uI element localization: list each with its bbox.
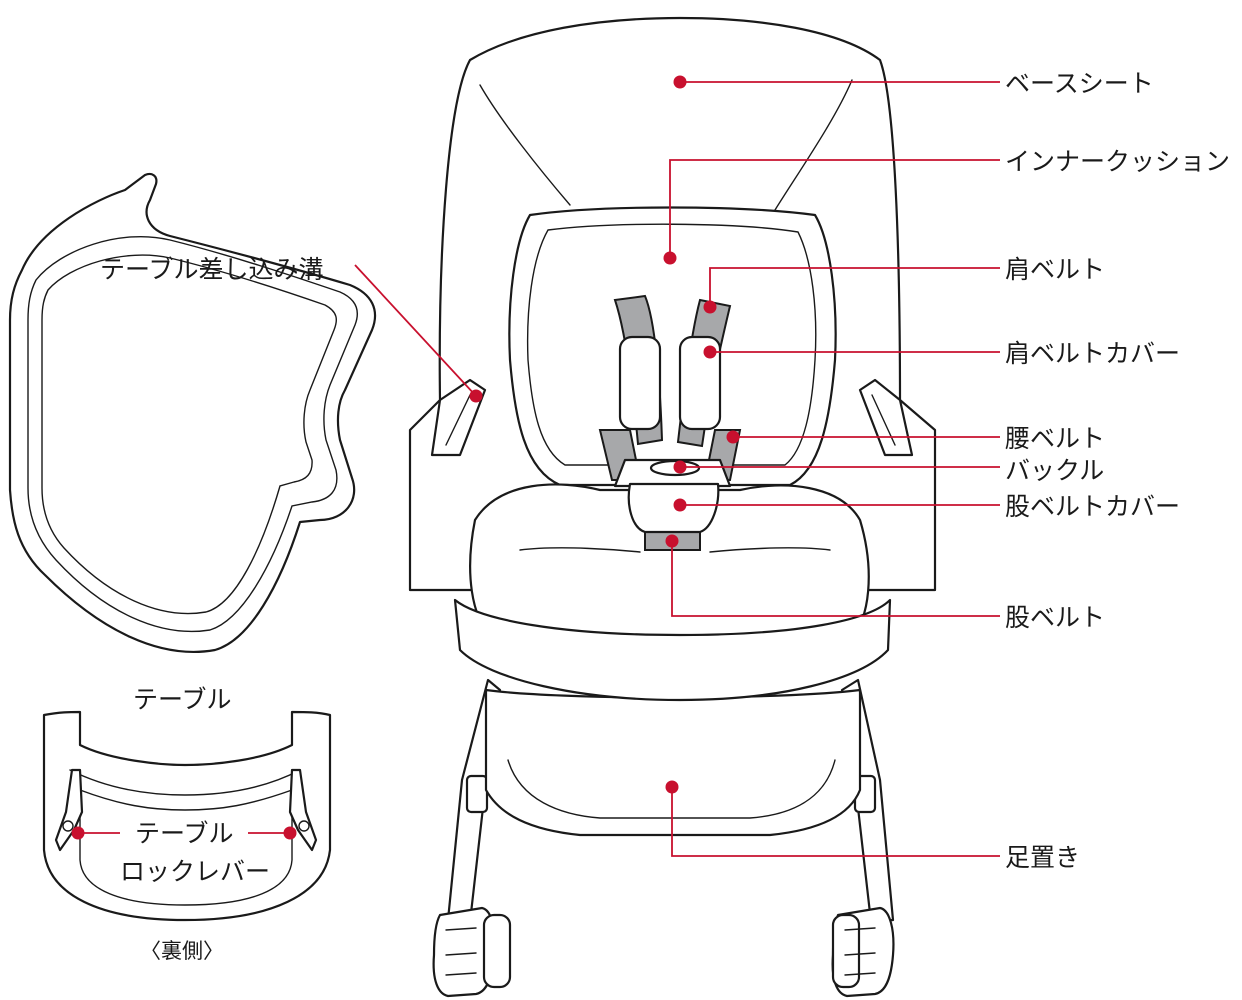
dot-crotch-belt [665, 534, 679, 548]
dot-waist-belt [726, 430, 740, 444]
label-shoulder-belt: 肩ベルト [1005, 256, 1105, 284]
dot-buckle [673, 460, 687, 474]
leader-table-slot [354, 264, 477, 397]
dot-crotch-belt-cover [673, 498, 687, 512]
dot-inner-cushion [663, 251, 677, 265]
label-table-lock-lever-line1: テーブル [135, 820, 234, 848]
label-shoulder-belt-cover: 肩ベルトカバー [1005, 340, 1180, 368]
highchair-illustration [408, 16, 937, 998]
dot-shoulder-belt-cover [703, 345, 717, 359]
dot-table-slot [469, 389, 483, 403]
label-inner-cushion: インナークッション [1005, 148, 1230, 176]
label-table: テーブル [133, 686, 232, 714]
label-buckle: バックル [1005, 457, 1104, 485]
dot-lock-lever-right [283, 826, 297, 840]
leader-shoulder-belt [709, 267, 1000, 307]
label-table-lock-lever-line2: ロックレバー [120, 858, 270, 886]
leader-footrest [671, 787, 1000, 857]
label-base-seat: ベースシート [1005, 70, 1154, 98]
label-underside: 〈裏側〉 [140, 940, 224, 963]
label-footrest: 足置き [1005, 844, 1080, 872]
dot-lock-lever-left [71, 826, 85, 840]
dot-footrest [665, 780, 679, 794]
table-underside-illustration [42, 710, 332, 922]
dot-shoulder-belt [703, 300, 717, 314]
label-table-slot: テーブル差し込み溝 [100, 256, 324, 284]
label-crotch-belt: 股ベルト [1005, 604, 1105, 632]
label-waist-belt: 腰ベルト [1005, 425, 1105, 453]
leader-inner-cushion [669, 159, 1000, 258]
dot-base-seat [673, 75, 687, 89]
table-illustration [8, 172, 377, 654]
label-crotch-belt-cover: 股ベルトカバー [1005, 493, 1180, 521]
leader-crotch-belt [671, 541, 1000, 617]
